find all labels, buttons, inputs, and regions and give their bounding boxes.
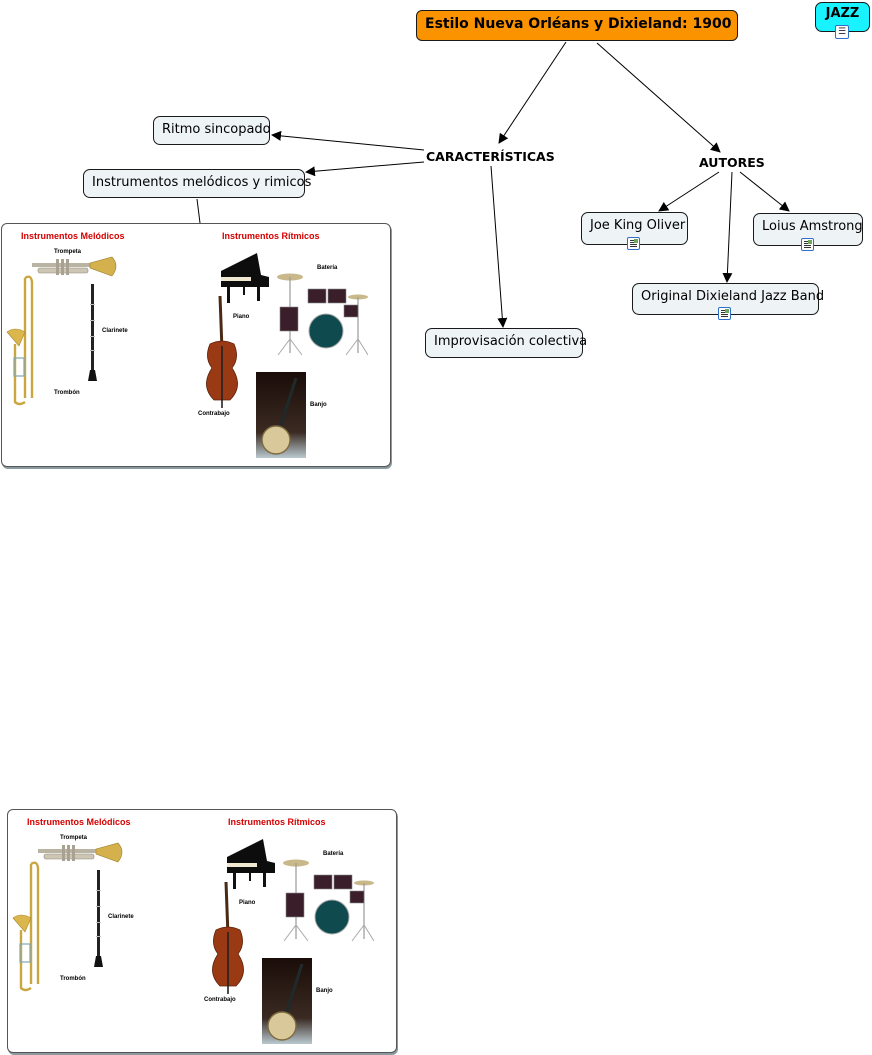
piano-label: Piano	[233, 314, 250, 320]
clarinet-image	[94, 870, 103, 967]
link-caracteristicas-to-instrumentos	[305, 161, 425, 177]
concept-improvisacion-colectiva[interactable]: Improvisación colectiva	[425, 328, 587, 358]
double-bass-label: Contrabajo	[204, 997, 236, 1003]
clarinet-label: Clarinete	[108, 914, 134, 920]
trumpet-image	[38, 842, 123, 863]
banjo-image	[262, 958, 312, 1044]
drum-kit-image	[277, 273, 368, 356]
jazz-concept-label: JAZZ	[825, 6, 860, 21]
piano-label: Piano	[239, 900, 256, 906]
banjo-image	[256, 372, 306, 458]
drum-kit-label: Batería	[323, 851, 344, 857]
melodic-heading: Instrumentos Melódicos	[27, 817, 131, 827]
title-concept-node[interactable]: Estilo Nueva Orléans y Dixieland: 1900	[416, 10, 738, 41]
piano-image	[221, 253, 269, 303]
concept-label: Joe King Oliver	[590, 218, 686, 233]
link-caracteristicas-to-improvisacion	[490, 165, 508, 328]
clarinet-label: Clarinete	[102, 328, 128, 334]
double-bass-image	[206, 296, 238, 408]
link-instrumentos-to-panel	[196, 198, 201, 224]
double-bass-image	[212, 882, 244, 994]
melodic-heading: Instrumentos Melódicos	[21, 231, 125, 241]
trumpet-image	[32, 256, 117, 277]
double-bass-label: Contrabajo	[198, 411, 230, 417]
concept-map-link-icon[interactable]: ☰	[835, 25, 849, 39]
concept-label: Original Dixieland Jazz Band	[641, 289, 825, 304]
link-autores-to-loius	[739, 171, 790, 212]
trombone-label: Trombón	[54, 390, 80, 396]
rhythmic-heading: Instrumentos Rítmicos	[222, 231, 320, 241]
trumpet-label: Trompeta	[54, 249, 82, 255]
trumpet-label: Trompeta	[60, 835, 88, 841]
resource-document-icon[interactable]	[718, 307, 731, 320]
clarinet-image	[88, 284, 97, 381]
drum-kit-image	[283, 859, 374, 942]
banjo-label: Banjo	[316, 988, 333, 994]
concept-instrumentos-melodicos[interactable]: Instrumentos melódicos y rimicos	[83, 169, 311, 198]
drum-kit-label: Batería	[317, 265, 338, 271]
title-concept-label: Estilo Nueva Orléans y Dixieland: 1900	[425, 16, 732, 32]
instrument-image-panel[interactable]: Instrumentos Melódicos Instrumentos Rítm…	[7, 809, 397, 1053]
piano-image	[227, 839, 275, 889]
trombone-image	[12, 861, 40, 992]
banjo-label: Banjo	[310, 402, 327, 408]
concept-label: Loius Amstrong	[762, 219, 863, 234]
concept-label: Instrumentos melódicos y rimicos	[92, 175, 312, 190]
resource-document-icon[interactable]	[627, 237, 640, 250]
link-autores-to-joe	[658, 171, 720, 212]
link-title-to-caracteristicas	[498, 41, 567, 144]
link-caracteristicas-to-ritmo	[271, 130, 425, 151]
linking-phrase-autores: AUTORES	[699, 155, 765, 170]
concept-label: Improvisación colectiva	[434, 334, 588, 349]
concept-label: Ritmo sincopado	[162, 122, 271, 137]
rhythmic-heading: Instrumentos Rítmicos	[228, 817, 326, 827]
instrument-image-panel[interactable]: Instrumentos Melódicos Instrumentos Rítm…	[1, 223, 391, 467]
trombone-image	[6, 275, 34, 406]
linking-phrase-caracteristicas: CARACTERÍSTICAS	[426, 149, 555, 164]
resource-document-icon[interactable]	[801, 238, 814, 251]
concept-ritmo-sincopado[interactable]: Ritmo sincopado	[153, 116, 271, 145]
link-autores-to-odjb	[722, 171, 733, 283]
trombone-label: Trombón	[60, 976, 86, 982]
link-title-to-autores	[596, 42, 721, 153]
